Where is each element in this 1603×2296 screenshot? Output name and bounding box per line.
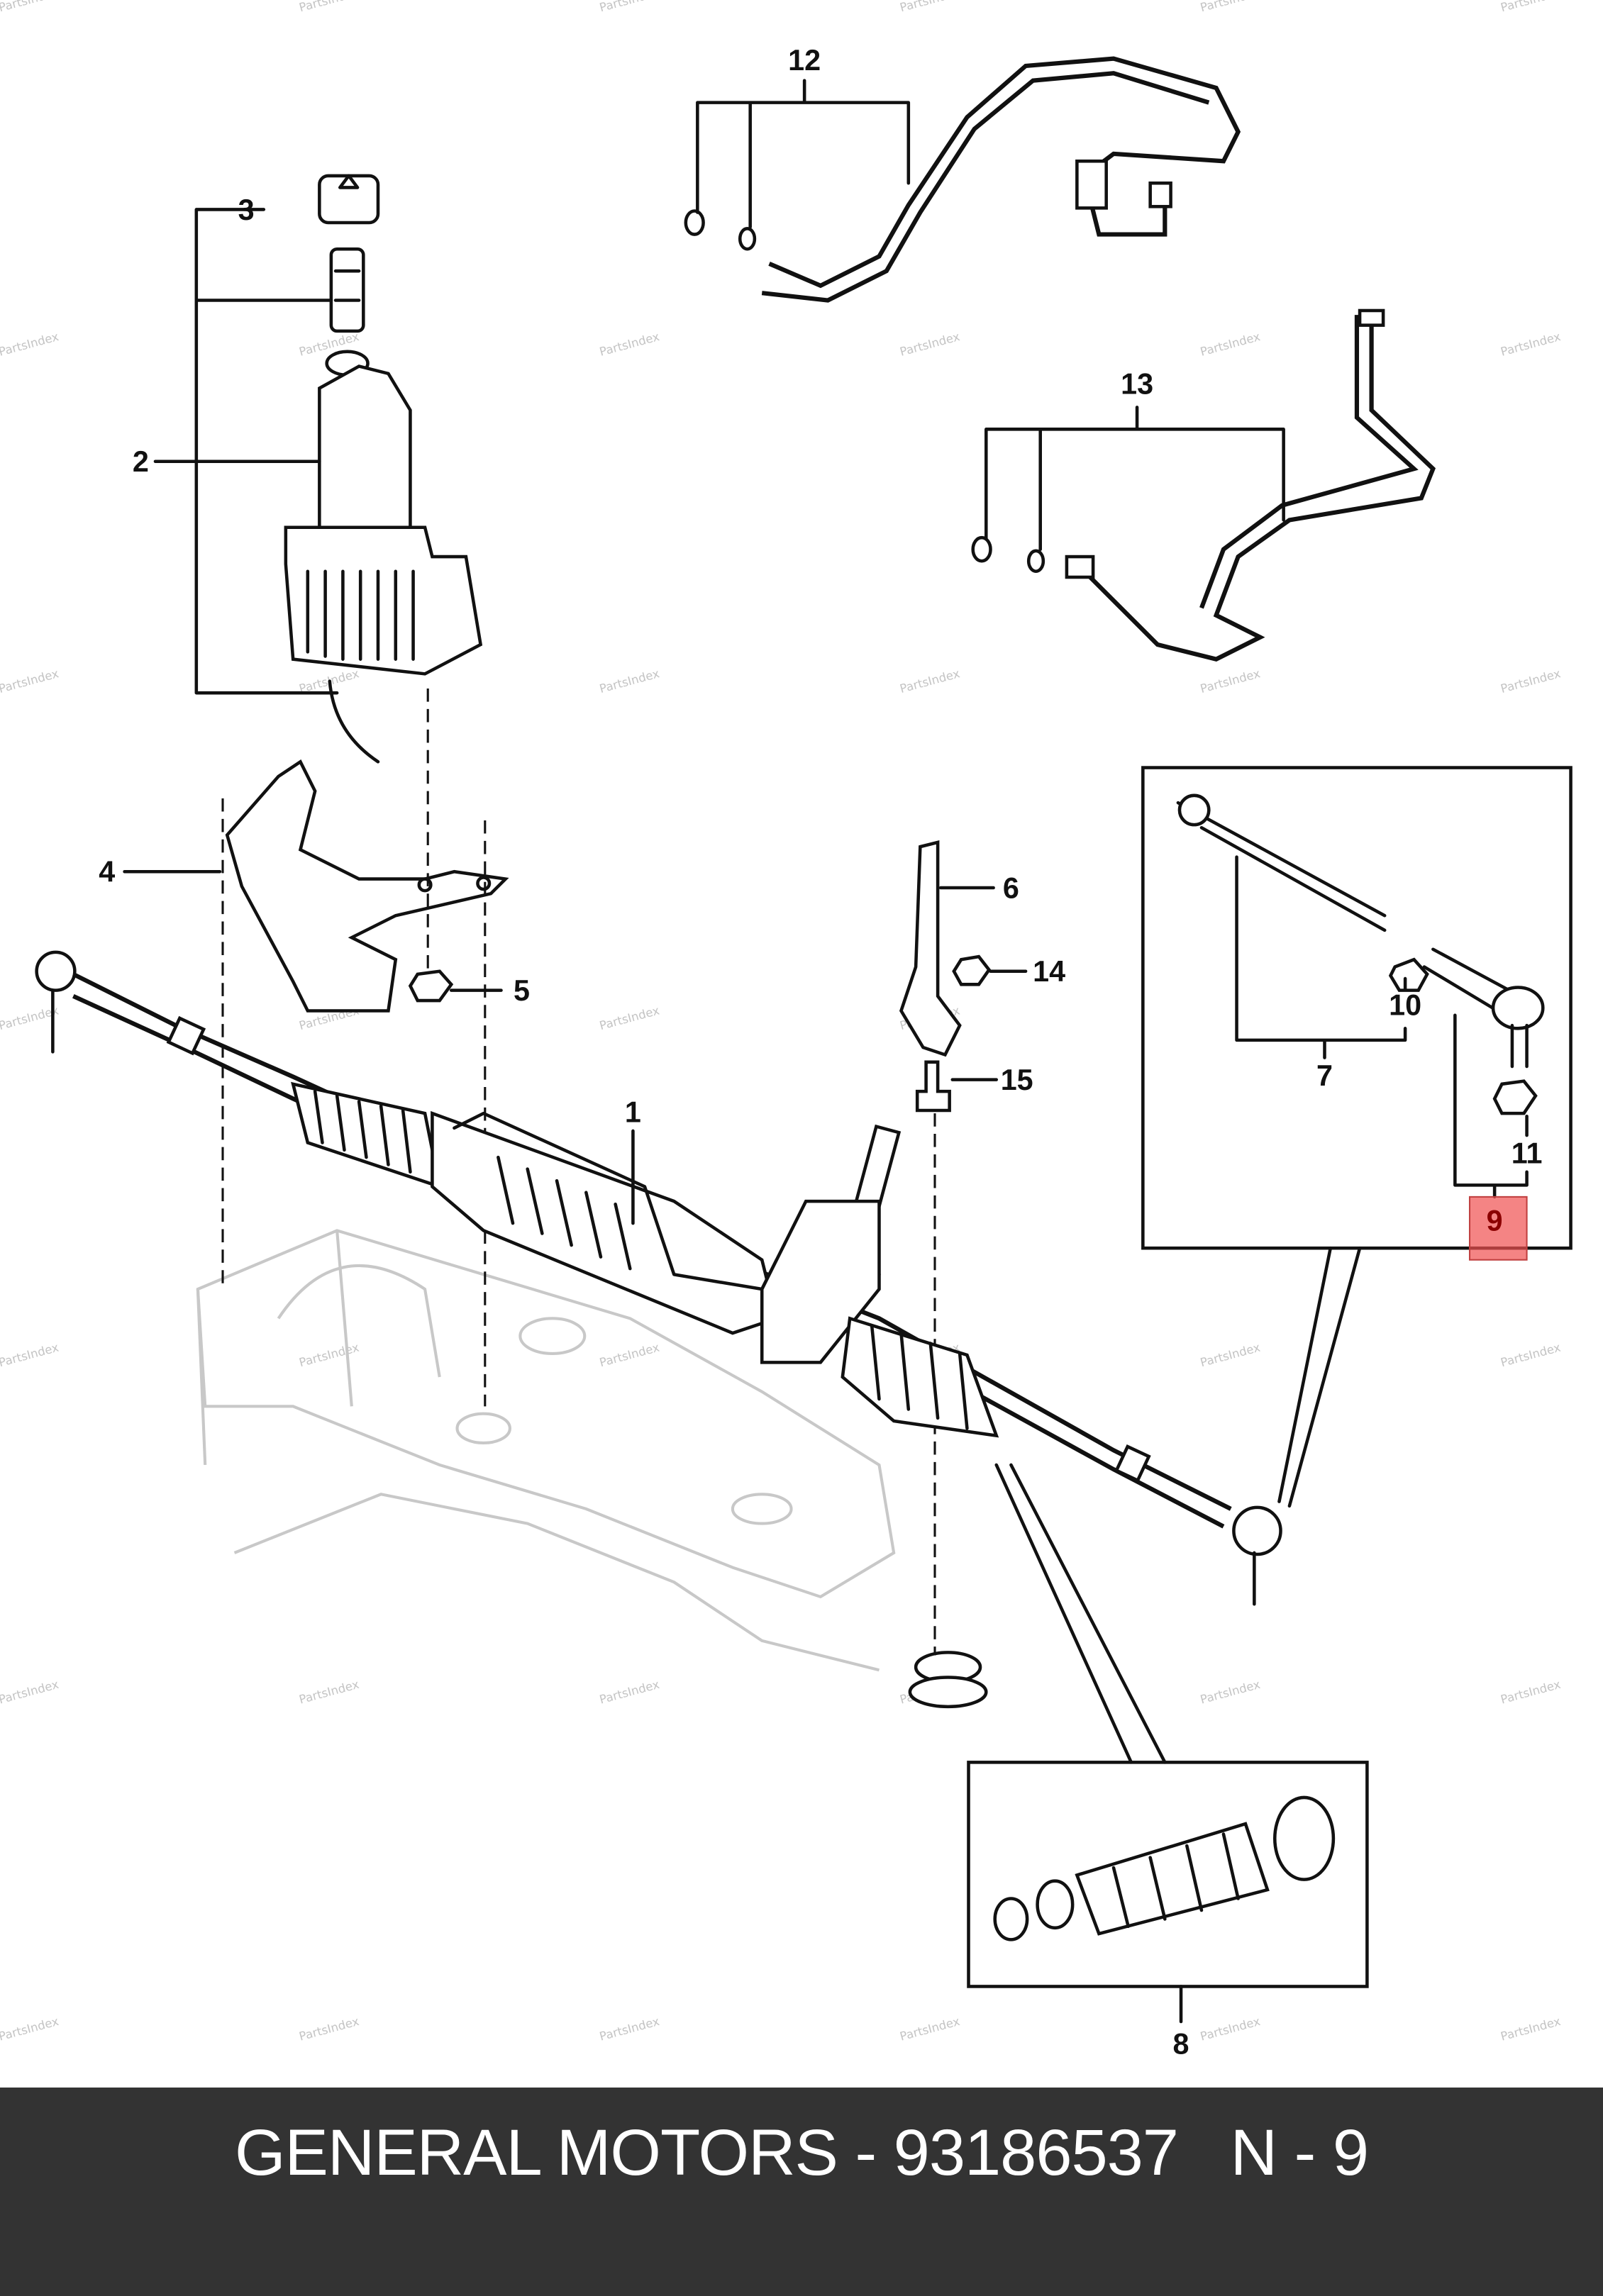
label-7[interactable]: 7 xyxy=(1316,1059,1333,1092)
label-14[interactable]: 14 xyxy=(1033,955,1065,988)
watermark-text: PartsIndex xyxy=(0,330,60,359)
leader-3 xyxy=(194,208,339,695)
leader-12 xyxy=(696,79,911,229)
watermark-text: PartsIndex xyxy=(598,1341,661,1370)
watermark-text: PartsIndex xyxy=(899,2014,962,2044)
label-13[interactable]: 13 xyxy=(1121,368,1153,401)
boot-kit-detail-box xyxy=(967,1761,1369,1988)
label-10[interactable]: 10 xyxy=(1389,989,1421,1022)
watermark-text: PartsIndex xyxy=(1199,0,1262,14)
footer-bar: GENERAL MOTORS - 93186537 N - 9 xyxy=(0,2088,1603,2296)
steering-rack-1 xyxy=(35,950,1282,1606)
label-6[interactable]: 6 xyxy=(1003,871,1019,904)
leader-7 xyxy=(1235,855,1407,1059)
nut-5 xyxy=(408,969,454,1003)
watermark-text: PartsIndex xyxy=(0,0,60,14)
highlight-9 xyxy=(1468,1196,1528,1261)
watermark-text: PartsIndex xyxy=(0,2014,60,2044)
watermark-text: PartsIndex xyxy=(298,1341,361,1370)
bracket-4 xyxy=(225,759,509,1013)
watermark-text: PartsIndex xyxy=(1499,1678,1563,1707)
power-steering-reservoir xyxy=(284,174,483,764)
watermark-text: PartsIndex xyxy=(598,1003,661,1032)
watermark-text: PartsIndex xyxy=(0,1678,60,1707)
leader-9 xyxy=(1453,1013,1529,1199)
watermark-text: PartsIndex xyxy=(1199,330,1262,359)
watermark-text: PartsIndex xyxy=(899,330,962,359)
label-5[interactable]: 5 xyxy=(514,974,530,1007)
watermark-text: PartsIndex xyxy=(598,0,661,14)
watermark-text: PartsIndex xyxy=(0,1341,60,1370)
label-11[interactable]: 11 xyxy=(1512,1137,1543,1169)
label-8[interactable]: 8 xyxy=(1173,2027,1189,2060)
label-1[interactable]: 1 xyxy=(625,1096,641,1129)
leader-13 xyxy=(984,406,1285,552)
watermark-text: PartsIndex xyxy=(899,667,962,696)
bolt-15 xyxy=(915,1060,951,1113)
return-hose-13 xyxy=(971,308,1436,662)
detail-pointer-8 xyxy=(994,1463,1167,1764)
watermark-text: PartsIndex xyxy=(1199,1678,1262,1707)
watermark-text: PartsIndex xyxy=(598,1678,661,1707)
watermark-text: PartsIndex xyxy=(1499,2014,1563,2044)
label-4[interactable]: 4 xyxy=(99,856,115,888)
label-2[interactable]: 2 xyxy=(133,445,149,478)
label-15[interactable]: 15 xyxy=(1001,1064,1033,1096)
label-3[interactable]: 3 xyxy=(238,194,255,226)
watermark-text: PartsIndex xyxy=(1499,0,1563,14)
tie-rod-detail-box xyxy=(1141,766,1573,1250)
nut-14 xyxy=(952,954,992,986)
watermark-text: PartsIndex xyxy=(298,0,361,14)
watermark-text: PartsIndex xyxy=(298,2014,361,2044)
part-number-caption: GENERAL MOTORS - 93186537 N - 9 xyxy=(234,2117,1369,2189)
subframe-ghost xyxy=(196,1229,988,1709)
watermark-text: PartsIndex xyxy=(598,2014,661,2044)
label-9[interactable]: 9 xyxy=(1487,1204,1503,1237)
watermark-text: PartsIndex xyxy=(1199,1341,1262,1370)
watermark-text: PartsIndex xyxy=(1199,2014,1262,2044)
watermark-text: PartsIndex xyxy=(1499,667,1563,696)
label-12[interactable]: 12 xyxy=(788,44,821,77)
pressure-hose-12 xyxy=(684,56,1241,303)
detail-pointer-9 xyxy=(1277,1246,1362,1508)
bracket-6 xyxy=(899,840,962,1057)
watermark-text: PartsIndex xyxy=(598,330,661,359)
watermark-text: PartsIndex xyxy=(899,0,962,14)
watermark-text: PartsIndex xyxy=(0,667,60,696)
watermark-text: PartsIndex xyxy=(1499,1341,1563,1370)
watermark-text: PartsIndex xyxy=(298,1678,361,1707)
watermark-text: PartsIndex xyxy=(1199,667,1262,696)
watermark-text: PartsIndex xyxy=(1499,330,1563,359)
watermark-text: PartsIndex xyxy=(598,667,661,696)
